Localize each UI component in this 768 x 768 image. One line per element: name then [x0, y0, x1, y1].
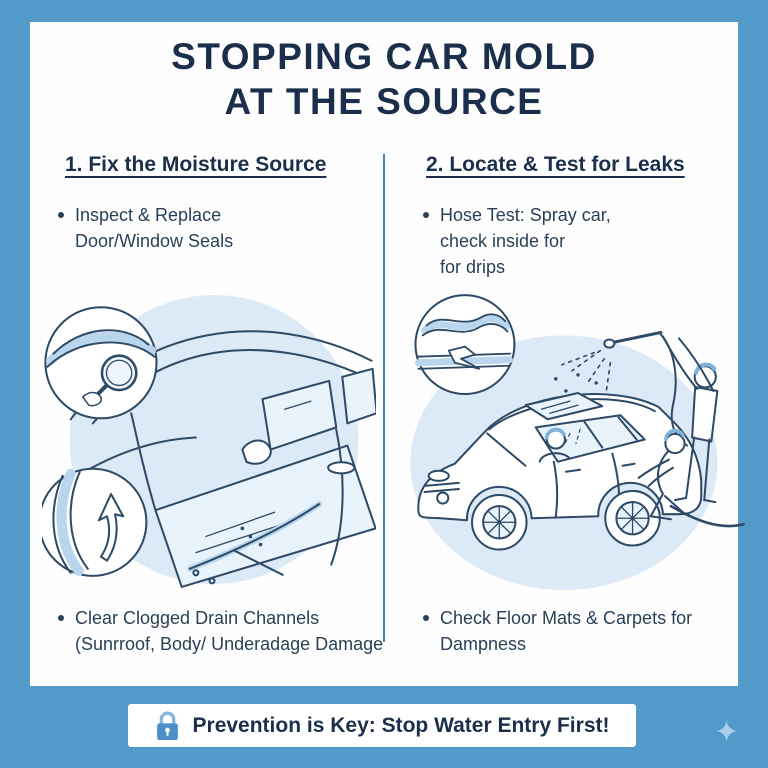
drain-channel-inset — [42, 467, 148, 577]
bullet-drain-channels: Clear Clogged Drain Channels (Sunrroof, … — [58, 605, 388, 657]
bullet-dot — [423, 212, 429, 218]
prevention-banner: Prevention is Key: Stop Water Entry Firs… — [128, 704, 636, 747]
spray-nozzle-icon — [603, 330, 663, 349]
section-heading-fix-moisture: 1. Fix the Moisture Source — [65, 153, 327, 176]
column-divider — [383, 154, 385, 642]
person-spraying — [661, 335, 719, 504]
bullet-dot — [58, 212, 64, 218]
crack-tear-icon — [447, 345, 480, 370]
bullet-dot — [58, 615, 64, 621]
content-card: STOPPING CAR MOLD AT THE SOURCE 1. Fix t… — [30, 22, 745, 686]
bullet-dot — [423, 615, 429, 621]
page-title-line1: STOPPING CAR MOLD — [171, 36, 597, 77]
page-title-line2: AT THE SOURCE — [224, 81, 544, 122]
right-illustration — [410, 294, 745, 590]
magnifier-icon — [88, 354, 138, 404]
left-illustration — [42, 295, 376, 588]
banner-text: Prevention is Key: Stop Water Entry Firs… — [192, 713, 610, 737]
bullet-hose-test: Hose Test: Spray car, check inside for f… — [423, 202, 733, 280]
front-wheel — [471, 493, 528, 551]
cracked-seal-inset — [414, 294, 516, 396]
ground-hose — [669, 504, 745, 528]
driver-figure — [538, 427, 571, 463]
sparkle-icon: ✦ — [714, 716, 740, 749]
bullet-floor-mats: Check Floor Mats & Carpets for Dampness — [423, 605, 733, 657]
sunroof — [524, 392, 604, 421]
rear-wheel — [604, 489, 661, 547]
person-checking-wheel — [637, 428, 687, 521]
section-heading-locate-leaks: 2. Locate & Test for Leaks — [426, 153, 685, 176]
up-arrow-icon — [97, 493, 125, 562]
bullet-inspect-seals: Inspect & Replace Door/Window Seals — [58, 202, 378, 254]
page-title: STOPPING CAR MOLD AT THE SOURCE — [30, 34, 738, 124]
seal-magnifier-inset — [44, 306, 158, 420]
lock-icon — [156, 711, 178, 740]
